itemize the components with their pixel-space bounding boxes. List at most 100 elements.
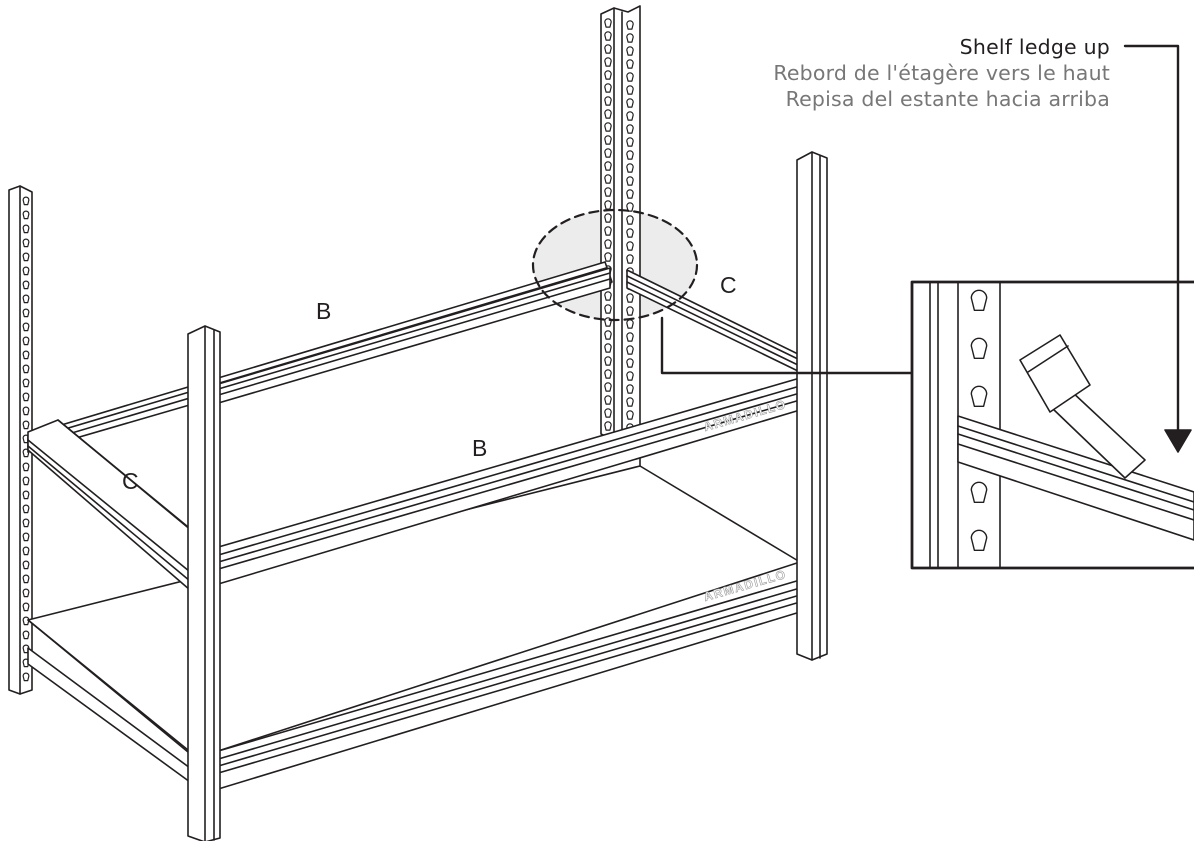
keyhole-slot <box>22 322 30 332</box>
keyhole-slot <box>604 174 612 184</box>
keyhole-slot <box>22 336 30 346</box>
keyhole-slot <box>626 85 634 95</box>
bottom-front-beam <box>214 579 801 791</box>
label-left-side-beam: C <box>122 468 139 494</box>
keyhole-slot <box>604 109 612 119</box>
keyhole-slot <box>22 252 30 262</box>
detail-inset <box>910 280 1194 570</box>
keyhole-slot <box>626 410 634 420</box>
label-back-beam: B <box>316 298 332 324</box>
keyhole-slot <box>604 187 612 197</box>
keyhole-slot <box>970 481 988 503</box>
keyhole-slot <box>604 148 612 158</box>
keyhole-slot <box>604 421 612 431</box>
keyhole-slot <box>626 293 634 303</box>
keyhole-slot <box>626 241 634 251</box>
front-left-upright <box>187 325 221 841</box>
keyhole-slot <box>626 124 634 134</box>
keyhole-slot <box>604 83 612 93</box>
keyhole-slot <box>22 630 30 640</box>
keyhole-slot <box>626 397 634 407</box>
keyhole-slot <box>604 369 612 379</box>
keyhole-slot <box>626 46 634 56</box>
keyhole-slot <box>626 202 634 212</box>
keyhole-slot <box>626 33 634 43</box>
callout-line-es: Repisa del estante hacia arriba <box>785 87 1110 111</box>
bottom-shelf-panel <box>27 465 801 753</box>
keyhole-slot <box>22 476 30 486</box>
keyhole-slot <box>626 254 634 264</box>
keyhole-slot <box>604 291 612 301</box>
mallet-icon <box>1019 334 1146 479</box>
keyhole-slot <box>22 280 30 290</box>
keyhole-slot <box>626 371 634 381</box>
keyhole-slot <box>22 196 30 206</box>
keyhole-slot <box>22 672 30 682</box>
keyhole-slot <box>626 319 634 329</box>
keyhole-slot <box>22 406 30 416</box>
left-side-beam <box>27 419 216 591</box>
keyhole-slot <box>22 350 30 360</box>
keyhole-slot <box>604 96 612 106</box>
back-left-upright <box>8 185 33 695</box>
label-front-beam: B <box>472 435 488 461</box>
keyhole-slot <box>626 189 634 199</box>
keyhole-slot <box>22 364 30 374</box>
keyhole-slot <box>22 504 30 514</box>
callout-text: Shelf ledge up Rebord de l'étagère vers … <box>773 34 1110 112</box>
keyhole-slot <box>22 532 30 542</box>
keyhole-slot <box>22 546 30 556</box>
keyhole-slot <box>604 304 612 314</box>
callout-line-fr: Rebord de l'étagère vers le haut <box>773 61 1110 85</box>
back-right-upright <box>600 5 641 441</box>
keyhole-slot <box>604 317 612 327</box>
keyhole-slot <box>22 308 30 318</box>
keyhole-slot <box>22 560 30 570</box>
keyhole-slot <box>604 343 612 353</box>
keyhole-slot <box>626 111 634 121</box>
keyhole-slot <box>604 161 612 171</box>
keyhole-slot <box>626 306 634 316</box>
keyhole-slot <box>604 70 612 80</box>
keyhole-slot <box>604 122 612 132</box>
keyhole-slot <box>604 18 612 28</box>
keyhole-slot <box>626 150 634 160</box>
keyhole-slot <box>970 337 988 359</box>
keyhole-slot <box>970 385 988 407</box>
keyhole-slot <box>22 574 30 584</box>
keyhole-slot <box>22 616 30 626</box>
keyhole-slot <box>604 31 612 41</box>
keyhole-slot <box>604 239 612 249</box>
keyhole-slot <box>22 602 30 612</box>
keyhole-slot <box>604 57 612 67</box>
keyhole-slot <box>22 462 30 472</box>
keyhole-slot <box>22 224 30 234</box>
keyhole-slot <box>970 529 988 551</box>
keyhole-slot <box>22 420 30 430</box>
keyhole-slot <box>604 330 612 340</box>
keyhole-slot <box>626 176 634 186</box>
keyhole-slot <box>604 382 612 392</box>
keyhole-slot <box>604 356 612 366</box>
back-beam <box>27 261 613 453</box>
keyhole-slot <box>626 137 634 147</box>
keyhole-slot <box>626 384 634 394</box>
label-right-side-beam: C <box>720 272 737 298</box>
keyhole-slot <box>604 226 612 236</box>
keyhole-slot <box>604 395 612 405</box>
keyhole-slot <box>604 135 612 145</box>
keyhole-slot <box>22 518 30 528</box>
keyhole-slot <box>626 59 634 69</box>
highlight-ring <box>531 208 699 322</box>
front-right-upright <box>796 151 828 661</box>
arrow-down-icon <box>1164 429 1192 453</box>
keyhole-slot <box>604 408 612 418</box>
keyhole-slot <box>604 213 612 223</box>
keyhole-slot <box>22 238 30 248</box>
keyhole-slot <box>22 378 30 388</box>
keyhole-slot <box>22 392 30 402</box>
keyhole-slot <box>626 345 634 355</box>
keyhole-slot <box>604 252 612 262</box>
keyhole-slot <box>626 20 634 30</box>
